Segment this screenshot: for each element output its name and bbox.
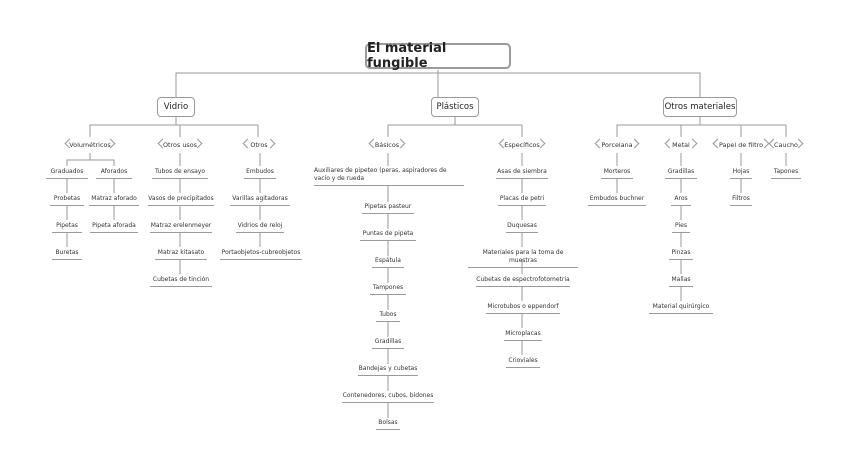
leaf-bolsas[interactable]: Bolsas: [376, 419, 400, 430]
leaf-embudos-buchner[interactable]: Embudos buchner: [588, 195, 646, 206]
leaf-pies[interactable]: Pies: [672, 222, 690, 233]
node-aforados[interactable]: Aforados: [96, 168, 132, 179]
leaf-filtros[interactable]: Filtros: [730, 195, 752, 206]
leaf-toma-muestras[interactable]: Materiales para la toma de muestras: [468, 249, 578, 268]
subtopic-caucho[interactable]: Caucho: [770, 137, 802, 153]
leaf-buretas[interactable]: Buretas: [52, 249, 82, 260]
leaf-aros[interactable]: Aros: [671, 195, 691, 206]
leaf-espatula[interactable]: Espátula: [372, 257, 404, 268]
leaf-pipetas[interactable]: Pipetas: [52, 222, 82, 233]
subtopic-volumetricos[interactable]: Volumétricos: [66, 137, 114, 153]
leaf-puntas-pipeta[interactable]: Puntas de pipeta: [360, 230, 416, 241]
subtopic-porcelana[interactable]: Porcelana: [596, 137, 638, 153]
leaf-pipetas-pasteur[interactable]: Pipetas pasteur: [362, 203, 414, 214]
leaf-gradillas[interactable]: Gradillas: [372, 338, 404, 349]
leaf-morteros[interactable]: Morteros: [601, 168, 633, 179]
connector: [89, 117, 259, 137]
leaf-microplacas[interactable]: Microplacas: [504, 330, 542, 341]
node-graduados[interactable]: Graduados: [46, 168, 88, 179]
root-node[interactable]: El material fungible: [365, 41, 511, 71]
connector: [616, 117, 787, 137]
leaf-tubos-ensayo[interactable]: Tubos de ensayo: [152, 168, 208, 179]
topic-plasticos[interactable]: Plásticos: [431, 97, 479, 117]
subtopic-metal[interactable]: Metal: [666, 137, 696, 153]
leaf-varillas-agitadoras[interactable]: Varillas agitadoras: [230, 195, 290, 206]
leaf-crioviales[interactable]: Crioviales: [506, 357, 540, 368]
connector: [175, 70, 701, 97]
leaf-mallas[interactable]: Mallas: [669, 276, 693, 287]
leaf-pipeta-aforada[interactable]: Pipeta aforada: [90, 222, 138, 233]
leaf-placas-petri[interactable]: Placas de petri: [498, 195, 546, 206]
subtopic-otros-usos[interactable]: Otros usos: [159, 137, 201, 153]
leaf-probetas[interactable]: Probetas: [50, 195, 84, 206]
leaf-tapones[interactable]: Tapones: [771, 168, 801, 179]
leaf-material-quirurgico[interactable]: Material quirúrgico: [649, 303, 713, 314]
leaf-bandejas-cubetas[interactable]: Bandejas y cubetas: [358, 365, 418, 376]
connector: [387, 117, 523, 137]
topic-otros-materiales[interactable]: Otros materiales: [663, 97, 737, 117]
subtopic-papel-filtro[interactable]: Papel de filtro: [714, 137, 768, 153]
leaf-embudos[interactable]: Embudos: [244, 168, 276, 179]
leaf-matraz-erlenmeyer[interactable]: Matraz erelenmeyer: [150, 222, 212, 233]
topic-vidrio[interactable]: Vidrio: [157, 97, 195, 117]
leaf-tampones[interactable]: Tampones: [370, 284, 406, 295]
leaf-cubetas-espectrofotometria[interactable]: Cubetas de espectrofotometria: [476, 276, 570, 287]
leaf-duquesas[interactable]: Duquesas: [506, 222, 538, 233]
leaf-auxiliares-pipeteo[interactable]: Auxiliares de pipeteo (peras, aspiradore…: [314, 167, 464, 186]
leaf-microtubos[interactable]: Microtubos o eppendorf: [486, 303, 560, 314]
leaf-matraz-kitasato[interactable]: Matraz kitasato: [155, 249, 207, 260]
leaf-contenedores[interactable]: Contenedores, cubos, bidones: [342, 392, 434, 403]
leaf-tubos[interactable]: Tubos: [376, 311, 400, 322]
leaf-asas-siembra[interactable]: Asas de siembra: [496, 168, 548, 179]
leaf-hojas[interactable]: Hojas: [730, 168, 752, 179]
leaf-portaobjetos[interactable]: Portaobjetos-cubreobjetos: [220, 249, 302, 260]
connector: [66, 153, 115, 166]
leaf-matraz-aforado[interactable]: Matraz aforado: [89, 195, 139, 206]
leaf-vasos-precipitados[interactable]: Vasos de precipitados: [148, 195, 214, 206]
leaf-pinzas[interactable]: Pinzas: [669, 249, 693, 260]
subtopic-especificos[interactable]: Específicos: [500, 137, 544, 153]
leaf-metal-gradillas[interactable]: Gradillas: [665, 168, 697, 179]
subtopic-basicos[interactable]: Básicos: [370, 137, 404, 153]
leaf-vidrios-reloj[interactable]: Vidrios de reloj: [236, 222, 284, 233]
leaf-cubetas-tincion[interactable]: Cubetas de tinción: [150, 276, 212, 287]
subtopic-otros[interactable]: Otros: [244, 137, 274, 153]
